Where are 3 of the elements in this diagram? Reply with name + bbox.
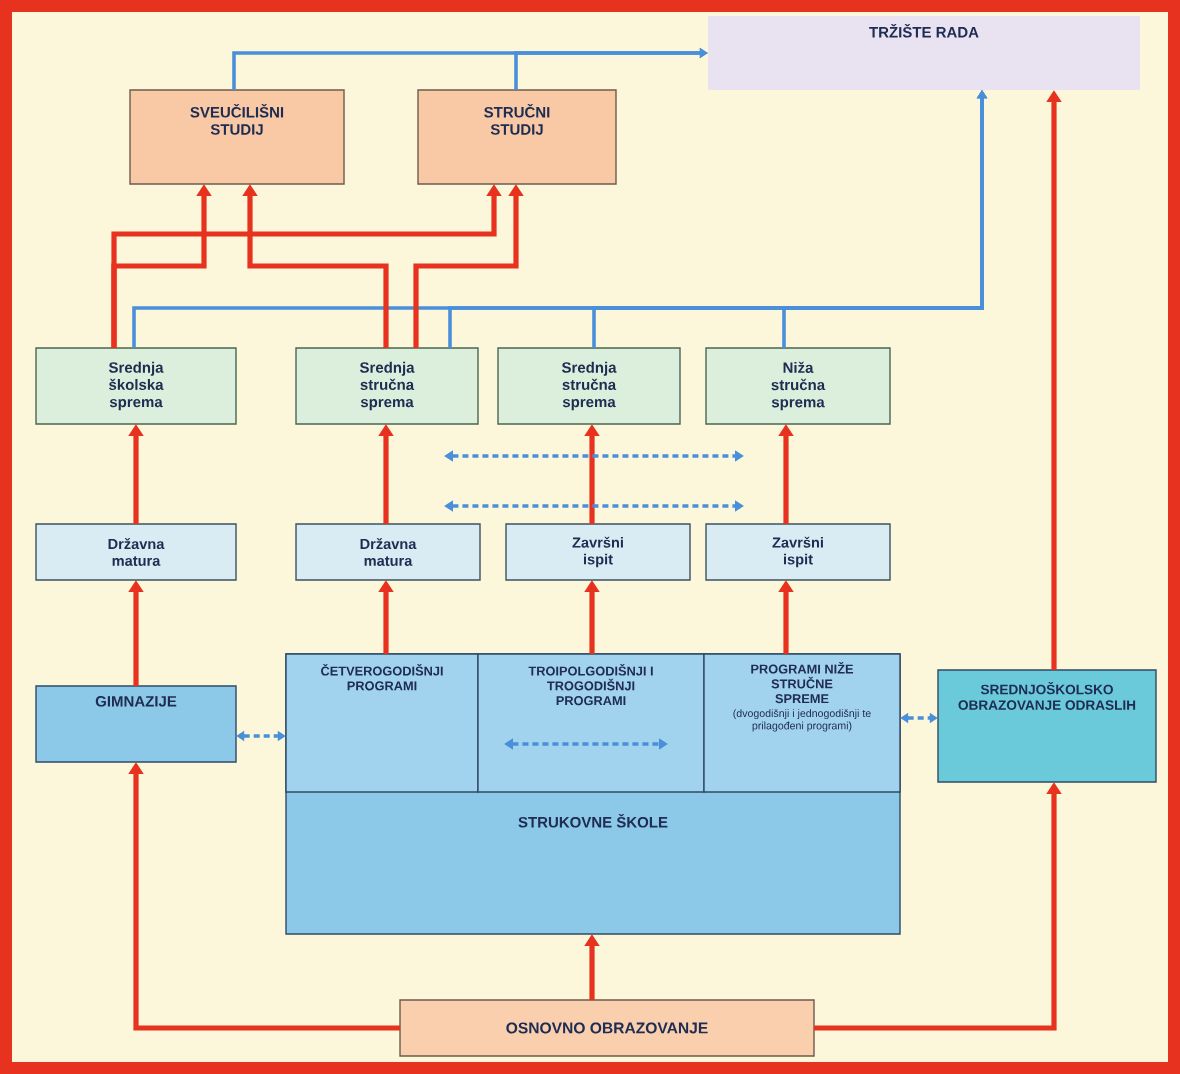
arrow bbox=[514, 47, 708, 90]
double-arrow bbox=[900, 712, 938, 724]
double-arrow bbox=[236, 730, 286, 742]
